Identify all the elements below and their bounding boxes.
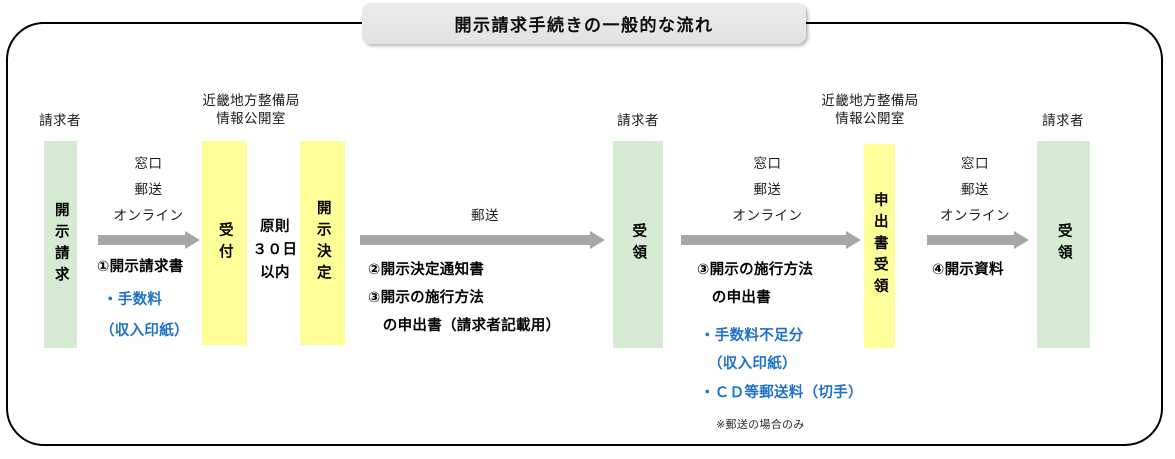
- flow-3-doc-2: の申出書: [697, 290, 771, 306]
- flow-4-method-1: 窓口: [961, 156, 989, 171]
- flow-4-method-2: 郵送: [961, 182, 989, 197]
- interval-note-line1: 原則: [260, 219, 290, 235]
- caption-office-2-line2: 情報公開室: [835, 111, 905, 126]
- flow-2-doc-1: ②開示決定通知書: [368, 262, 485, 278]
- flow-1-method-3: オンライン: [113, 208, 184, 223]
- diagram-title-plate: 開示請求手続きの一般的な流れ: [362, 3, 806, 44]
- flow-1-method-1: 窓口: [134, 156, 163, 171]
- flow-4-arrow: [927, 231, 1029, 249]
- flow-3-method-2: 郵送: [753, 182, 782, 197]
- flow-2-doc-3: の申出書（請求者記載用）: [368, 318, 561, 334]
- flow-1-fee-1: ・手数料: [103, 292, 163, 308]
- stage-label-receipt-1: 受領: [630, 223, 647, 266]
- flow-3-fee-3: ・ＣＤ等郵送料（切手）: [700, 385, 863, 401]
- stage-label-application-receipt: 申出書受領: [871, 192, 888, 300]
- stage-disclosure-request: 開示請求: [44, 141, 77, 348]
- flow-3-fee-2: （収入印紙）: [708, 356, 797, 372]
- flow-2-arrow: [360, 231, 605, 249]
- stage-application-receipt: 申出書受領: [864, 144, 895, 348]
- caption-office-1-line2: 情報公開室: [216, 111, 286, 126]
- flow-1-arrow: [98, 231, 200, 249]
- stage-label-receipt-2: 受領: [1055, 223, 1072, 266]
- flow-3-fee-1: ・手数料不足分: [700, 328, 804, 344]
- stage-disclosure-decision: 開示決定: [300, 141, 345, 345]
- stage-receipt-2: 受領: [1037, 141, 1090, 348]
- flow-4-method-3: オンライン: [940, 208, 1010, 223]
- stage-label-reception: 受付: [216, 221, 233, 265]
- flow-3-method-3: オンライン: [732, 208, 803, 223]
- flow-3-arrow: [681, 231, 861, 249]
- interval-note-line3: 以内: [260, 265, 290, 281]
- flow-1-doc-1: ①開示請求書: [97, 259, 184, 275]
- caption-requester-3: 請求者: [1042, 113, 1084, 128]
- caption-office-1-line1: 近畿地方整備局: [202, 93, 300, 108]
- page-title: 開示請求手続きの一般的な流れ: [454, 16, 714, 35]
- flow-3-doc-1: ③開示の施行方法: [697, 262, 814, 278]
- flow-3-note: ※郵送の場合のみ: [716, 419, 805, 431]
- flow-4-doc-1: ④開示資料: [932, 262, 1004, 278]
- flow-1-fee-2: （収入印紙）: [100, 323, 189, 339]
- caption-requester-1: 請求者: [39, 113, 81, 128]
- flow-3-method-1: 窓口: [753, 156, 782, 171]
- stage-label-disclosure-decision: 開示決定: [314, 200, 331, 286]
- interval-note-line2: ３０日: [252, 242, 298, 258]
- flow-1-method-2: 郵送: [134, 182, 163, 197]
- caption-requester-2: 請求者: [617, 113, 659, 128]
- flow-2-method-1: 郵送: [471, 208, 499, 223]
- caption-office-2-line1: 近畿地方整備局: [821, 93, 919, 108]
- stage-receipt-1: 受領: [613, 141, 663, 348]
- stage-label-disclosure-request: 開示請求: [52, 201, 69, 288]
- stage-reception: 受付: [202, 141, 247, 345]
- flow-2-doc-2: ③開示の施行方法: [368, 290, 485, 306]
